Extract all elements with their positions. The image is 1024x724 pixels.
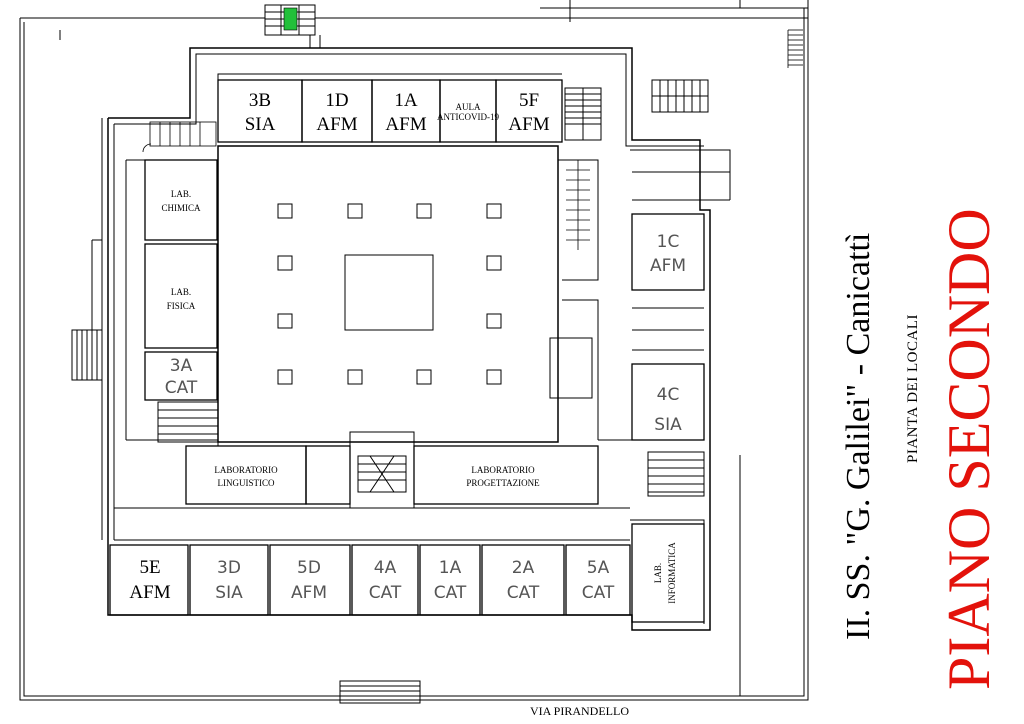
room-3d-course: SIA xyxy=(215,583,243,603)
room-3d-code: 3D xyxy=(217,558,241,578)
aula-line2: ANTICOVID-19 xyxy=(437,112,499,122)
room-3b: 3B SIA xyxy=(245,90,276,135)
room-1a-top-course: AFM xyxy=(385,114,426,135)
room-4a-course: CAT xyxy=(369,583,402,603)
room-lab-progettazione: LABORATORIO PROGETTAZIONE xyxy=(466,465,540,488)
toilets-left xyxy=(142,121,217,153)
room-5e-code: 5E xyxy=(139,557,160,578)
room-5a: 5A CAT xyxy=(582,558,615,603)
room-4a: 4A CAT xyxy=(369,558,402,603)
room-5d: 5D AFM xyxy=(291,558,327,603)
room-5a-course: CAT xyxy=(582,583,615,603)
aula-line1: AULA xyxy=(456,102,481,112)
lab-informatica-line1: LAB. xyxy=(653,563,663,583)
room-5e: 5E AFM xyxy=(129,557,170,603)
room-4c-course: SIA xyxy=(654,415,682,435)
room-4c: 4C SIA xyxy=(654,385,682,435)
external-ramp xyxy=(651,79,709,113)
gate xyxy=(787,29,803,68)
left-rooms xyxy=(144,159,218,401)
lab-progettazione-line1: LABORATORIO xyxy=(471,465,535,475)
room-1a-top: 1A AFM xyxy=(385,90,426,135)
room-lab-informatica: LAB. INFORMATICA xyxy=(653,542,677,604)
right-rooms xyxy=(631,213,705,623)
room-1d-course: AFM xyxy=(316,114,357,135)
lab-linguistico-line1: LABORATORIO xyxy=(214,465,278,475)
room-1d: 1D AFM xyxy=(316,90,357,135)
courtyard-pillars xyxy=(277,203,502,385)
stair-top-right xyxy=(564,87,602,141)
left-ramp xyxy=(71,239,103,381)
room-5e-course: AFM xyxy=(129,582,170,603)
floor-title: PIANO SECONDO xyxy=(936,208,1002,690)
stair-right xyxy=(647,451,705,497)
toilets-right xyxy=(566,160,590,250)
room-aula-anticovid: AULA ANTICOVID-19 xyxy=(437,102,499,122)
lab-fisica-line2: FISICA xyxy=(167,301,196,311)
bottom-labs xyxy=(185,445,599,505)
room-3a-code: 3A xyxy=(170,356,193,376)
room-2a-course: CAT xyxy=(507,583,540,603)
central-stair xyxy=(349,431,415,509)
lab-chimica-line2: CHIMICA xyxy=(161,203,201,213)
room-lab-chimica: LAB. CHIMICA xyxy=(161,189,201,213)
room-1c: 1C AFM xyxy=(650,232,686,276)
room-1c-course: AFM xyxy=(650,256,686,276)
bottom-classrooms xyxy=(109,544,631,616)
top-classrooms xyxy=(217,79,563,143)
room-lab-linguistico: LABORATORIO LINGUISTICO xyxy=(214,465,278,488)
lab-fisica-line1: LAB. xyxy=(171,287,191,297)
room-1c-code: 1C xyxy=(657,232,680,252)
street-name: VIA PIRANDELLO xyxy=(530,704,629,718)
room-1a-bottom-code: 1A xyxy=(439,558,462,578)
stair-left xyxy=(157,401,219,443)
room-5d-course: AFM xyxy=(291,583,327,603)
lab-progettazione-line2: PROGETTAZIONE xyxy=(466,478,540,488)
room-5a-code: 5A xyxy=(587,558,610,578)
room-3a: 3A CAT xyxy=(165,356,198,398)
room-2a: 2A CAT xyxy=(507,558,540,603)
room-5d-code: 5D xyxy=(297,558,321,578)
room-3b-code: 3B xyxy=(249,90,271,111)
entrance-steps xyxy=(339,680,421,704)
room-3b-course: SIA xyxy=(245,114,276,135)
room-5f-code: 5F xyxy=(519,90,539,111)
room-lab-fisica: LAB. FISICA xyxy=(167,287,196,311)
room-3d: 3D SIA xyxy=(215,558,243,603)
room-5f-course: AFM xyxy=(508,114,549,135)
lab-linguistico-line2: LINGUISTICO xyxy=(218,478,275,488)
room-1a-bottom-course: CAT xyxy=(434,583,467,603)
courtyard-centre xyxy=(344,254,434,331)
lab-chimica-line1: LAB. xyxy=(171,189,191,199)
room-1a-bottom: 1A CAT xyxy=(434,558,467,603)
room-1d-code: 1D xyxy=(325,90,348,111)
room-2a-code: 2A xyxy=(512,558,535,578)
building-outline xyxy=(107,47,711,631)
room-5f: 5F AFM xyxy=(508,90,549,135)
room-1a-top-code: 1A xyxy=(394,90,418,111)
room-4c-code: 4C xyxy=(657,385,680,405)
room-3a-course: CAT xyxy=(165,378,198,398)
plan-subtitle: PIANTA DEI LOCALI xyxy=(905,314,921,463)
lab-informatica-line2: INFORMATICA xyxy=(667,542,677,604)
site-boundary xyxy=(19,0,809,701)
courtyard xyxy=(217,145,559,443)
school-title: II. SS. "G. Galilei" - Canicattì xyxy=(840,232,877,640)
stair-green-mark xyxy=(283,7,298,31)
room-4a-code: 4A xyxy=(374,558,397,578)
